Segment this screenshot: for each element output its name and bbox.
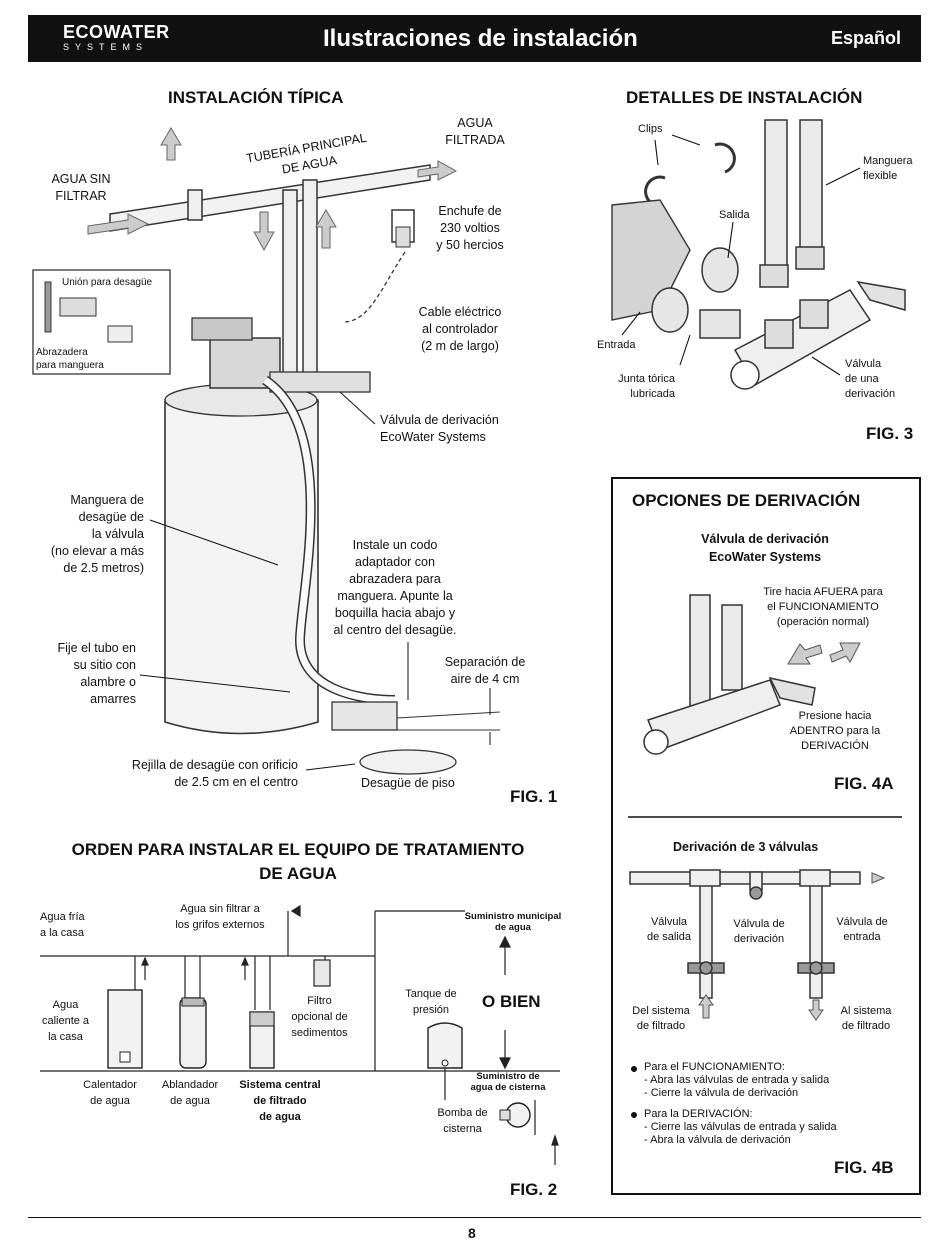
filtered-water-label: AGUA FILTRADA xyxy=(445,116,505,147)
page-number: 8 xyxy=(468,1225,476,1241)
footer-rule xyxy=(28,1217,921,1218)
outlet-port-label: Salida xyxy=(719,209,750,221)
bypass-step-2: - Abra la válvula de derivación xyxy=(644,1134,791,1146)
fig4b-label: FIG. 4B xyxy=(834,1158,894,1177)
unfiltered-water-label: AGUA SIN FILTRAR xyxy=(51,172,111,203)
outlet-label: Enchufe de 230 voltios y 50 hercios xyxy=(436,204,504,252)
fig1-title: INSTALACIÓN TÍPICA xyxy=(168,88,344,107)
fig4a-illustration xyxy=(628,594,902,818)
secure-tube-label: Fije el tubo en su sitio con alambre o a… xyxy=(57,641,136,706)
page-title: Ilustraciones de instalación xyxy=(323,25,638,52)
hose-clamp-label: Abrazadera para manguera xyxy=(36,347,104,371)
central-filter-label: Sistema central de filtrado de agua xyxy=(239,1079,321,1123)
fig4a-subtitle: Válvula de derivación EcoWater Systems xyxy=(701,532,829,564)
fig2-illustration xyxy=(40,904,560,1165)
pressure-tank-label: Tanque de presión xyxy=(405,988,457,1016)
water-heater-label: Calentador de agua xyxy=(83,1079,137,1107)
fig2-title: ORDEN PARA INSTALAR EL EQUIPO DE TRATAMI… xyxy=(71,840,525,883)
bypass-valve-label: Válvula de derivación EcoWater Systems xyxy=(380,413,499,444)
bypass-instructions: Para la DERIVACIÓN: - Cierre las válvula… xyxy=(644,1108,837,1147)
floor-drain-label: Desagüe de piso xyxy=(361,776,455,790)
pull-out-label: Tire hacia AFUERA para el FUNCIONAMIENTO… xyxy=(763,586,883,628)
language-label: Español xyxy=(831,28,902,48)
page-header: ECOWATER SYSTEMS Ilustraciones de instal… xyxy=(28,15,921,62)
municipal-supply-label: Suministro municipal de agua xyxy=(464,911,562,933)
softener-label: Ablandador de agua xyxy=(161,1079,219,1107)
brand-logo: ECOWATER xyxy=(63,22,170,42)
service-title: Para el FUNCIONAMIENTO: xyxy=(644,1061,785,1073)
fig1-label: FIG. 1 xyxy=(510,787,558,806)
fig4a-title: OPCIONES DE DERIVACIÓN xyxy=(632,491,861,510)
brand-logo-sub: SYSTEMS xyxy=(63,42,149,52)
hot-water-label: Agua caliente a la casa xyxy=(41,999,90,1043)
drain-hose-label: Manguera de desagüe de la válvula (no el… xyxy=(50,493,144,575)
service-instructions: Para el FUNCIONAMIENTO: - Abra las válvu… xyxy=(644,1061,829,1100)
sediment-filter-label: Filtro opcional de sedimentos xyxy=(291,995,348,1039)
unfiltered-external-label: Agua sin filtrar a los grifos externos xyxy=(175,903,265,931)
fig3-label: FIG. 3 xyxy=(866,424,914,443)
fig3-title: DETALLES DE INSTALACIÓN xyxy=(626,88,863,107)
single-bypass-valve-label: Válvula de una derivación xyxy=(845,358,896,400)
bypass-valve-4b-label: Válvula de derivación xyxy=(733,918,785,945)
outlet-valve-label: Válvula de salida xyxy=(646,916,692,943)
inlet-port-label: Entrada xyxy=(597,339,636,351)
inlet-valve-label: Válvula de entrada xyxy=(836,916,888,943)
push-in-label: Presione hacia ADENTRO para la DERIVACIÓ… xyxy=(789,710,881,752)
fig4b-title: Derivación de 3 válvulas xyxy=(673,840,819,854)
clips-label: Clips xyxy=(638,123,663,135)
fig1-illustration xyxy=(32,127,501,775)
cistern-supply-label: Suministro de agua de cisterna xyxy=(470,1071,546,1093)
service-step-1: - Abra las válvulas de entrada y salida xyxy=(644,1074,830,1086)
cold-water-label: Agua fría a la casa xyxy=(40,911,85,939)
bypass-step-1: - Cierre las válvulas de entrada y salid… xyxy=(644,1121,837,1133)
fig4b-illustration xyxy=(629,869,886,1118)
flex-hose-label: Manguera flexible xyxy=(863,155,913,182)
elbow-label: Instale un codo adaptador con abrazadera… xyxy=(333,538,457,637)
drain-grate-label: Rejilla de desagüe con orificio de 2.5 c… xyxy=(131,758,298,789)
bypass-options-panel xyxy=(611,477,921,1195)
power-cable-label: Cable eléctrico al controlador (2 m de l… xyxy=(418,305,502,353)
air-gap-label: Separación de aire de 4 cm xyxy=(444,655,526,686)
from-system-label: Del sistema de filtrado xyxy=(632,1005,690,1032)
fig2-label: FIG. 2 xyxy=(510,1180,558,1199)
service-step-2: - Cierre la válvula de derivación xyxy=(644,1087,799,1099)
fig3-illustration xyxy=(611,119,906,390)
to-system-label: Al sistema de filtrado xyxy=(840,1005,892,1032)
or-label: O BIEN xyxy=(482,992,541,1011)
drain-union-label: Unión para desagüe xyxy=(62,277,153,288)
o-ring-label: Junta tórica lubricada xyxy=(618,373,675,400)
cistern-pump-label: Bomba de cisterna xyxy=(437,1107,488,1135)
fig4a-label: FIG. 4A xyxy=(834,774,894,793)
bypass-title: Para la DERIVACIÓN: xyxy=(644,1108,753,1120)
